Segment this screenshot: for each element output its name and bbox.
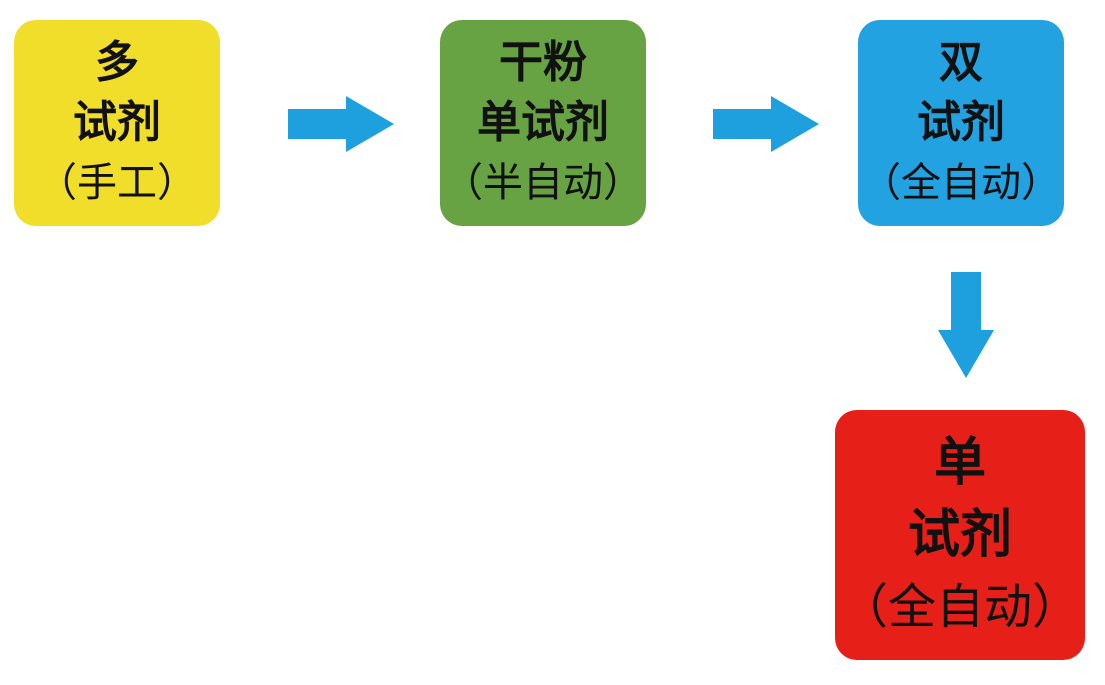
node-multi-reagent: 多 试剂 （手工）: [14, 20, 220, 226]
node-dry-line2: 单试剂: [477, 97, 609, 148]
node-multi-line3: （手工）: [37, 160, 197, 206]
node-single-line2: 试剂: [907, 505, 1012, 565]
node-dual-line3: （全自动）: [861, 160, 1061, 206]
arrow-down-icon: [938, 272, 994, 378]
node-dual-line1: 双: [939, 37, 983, 88]
arrow-right-icon: [288, 96, 394, 152]
node-multi-line1: 多: [95, 37, 139, 88]
node-dry-line1: 干粉: [499, 37, 587, 88]
node-dual-reagent: 双 试剂 （全自动）: [858, 20, 1064, 226]
node-single-line3: （全自动）: [839, 579, 1080, 635]
arrow-right-icon: [713, 96, 819, 152]
node-single-reagent: 单 试剂 （全自动）: [835, 410, 1085, 660]
node-single-line1: 单: [933, 433, 986, 493]
node-multi-line2: 试剂: [73, 97, 161, 148]
node-dry-line3: （半自动）: [443, 160, 643, 206]
node-dual-line2: 试剂: [917, 97, 1005, 148]
node-dry-powder-single-reagent: 干粉 单试剂 （半自动）: [440, 20, 646, 226]
